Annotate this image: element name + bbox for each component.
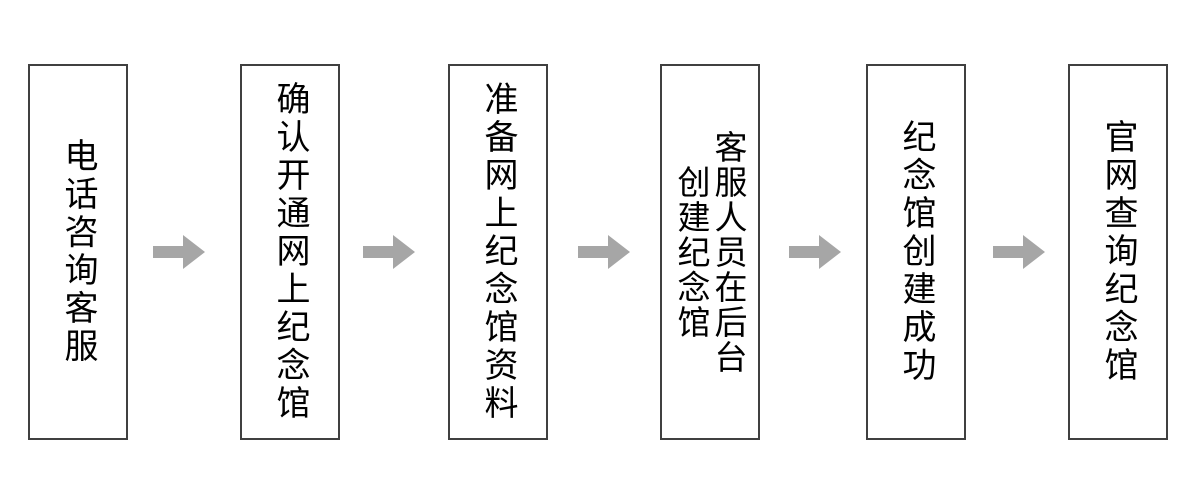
arrow-right-icon-3 bbox=[578, 232, 630, 272]
arrow-right-icon-5 bbox=[993, 232, 1045, 272]
flow-node-3[interactable]: 准备网上纪念馆资料 bbox=[448, 64, 548, 440]
flow-node-3-label: 准备网上纪念馆资料 bbox=[478, 81, 519, 423]
flow-node-1[interactable]: 电话咨询客服 bbox=[28, 64, 128, 440]
flow-node-5[interactable]: 纪念馆创建成功 bbox=[866, 64, 966, 440]
flow-node-4-label-primary: 客服人员在后台 bbox=[708, 129, 748, 375]
flow-node-5-label: 纪念馆创建成功 bbox=[896, 119, 937, 385]
arrow-right-icon-1 bbox=[153, 232, 205, 272]
flow-node-4-label-secondary: 创建纪念馆 bbox=[672, 164, 711, 340]
flow-node-1-label: 电话咨询客服 bbox=[58, 138, 99, 366]
flow-node-4[interactable]: 客服人员在后台 创建纪念馆 bbox=[660, 64, 760, 440]
arrow-right-icon-4 bbox=[789, 232, 841, 272]
flow-node-6[interactable]: 官网查询纪念馆 bbox=[1068, 64, 1168, 440]
flow-node-2-label: 确认开通网上纪念馆 bbox=[270, 81, 311, 423]
flow-node-6-label: 官网查询纪念馆 bbox=[1098, 119, 1139, 385]
arrow-right-icon-2 bbox=[363, 232, 415, 272]
flow-node-2[interactable]: 确认开通网上纪念馆 bbox=[240, 64, 340, 440]
